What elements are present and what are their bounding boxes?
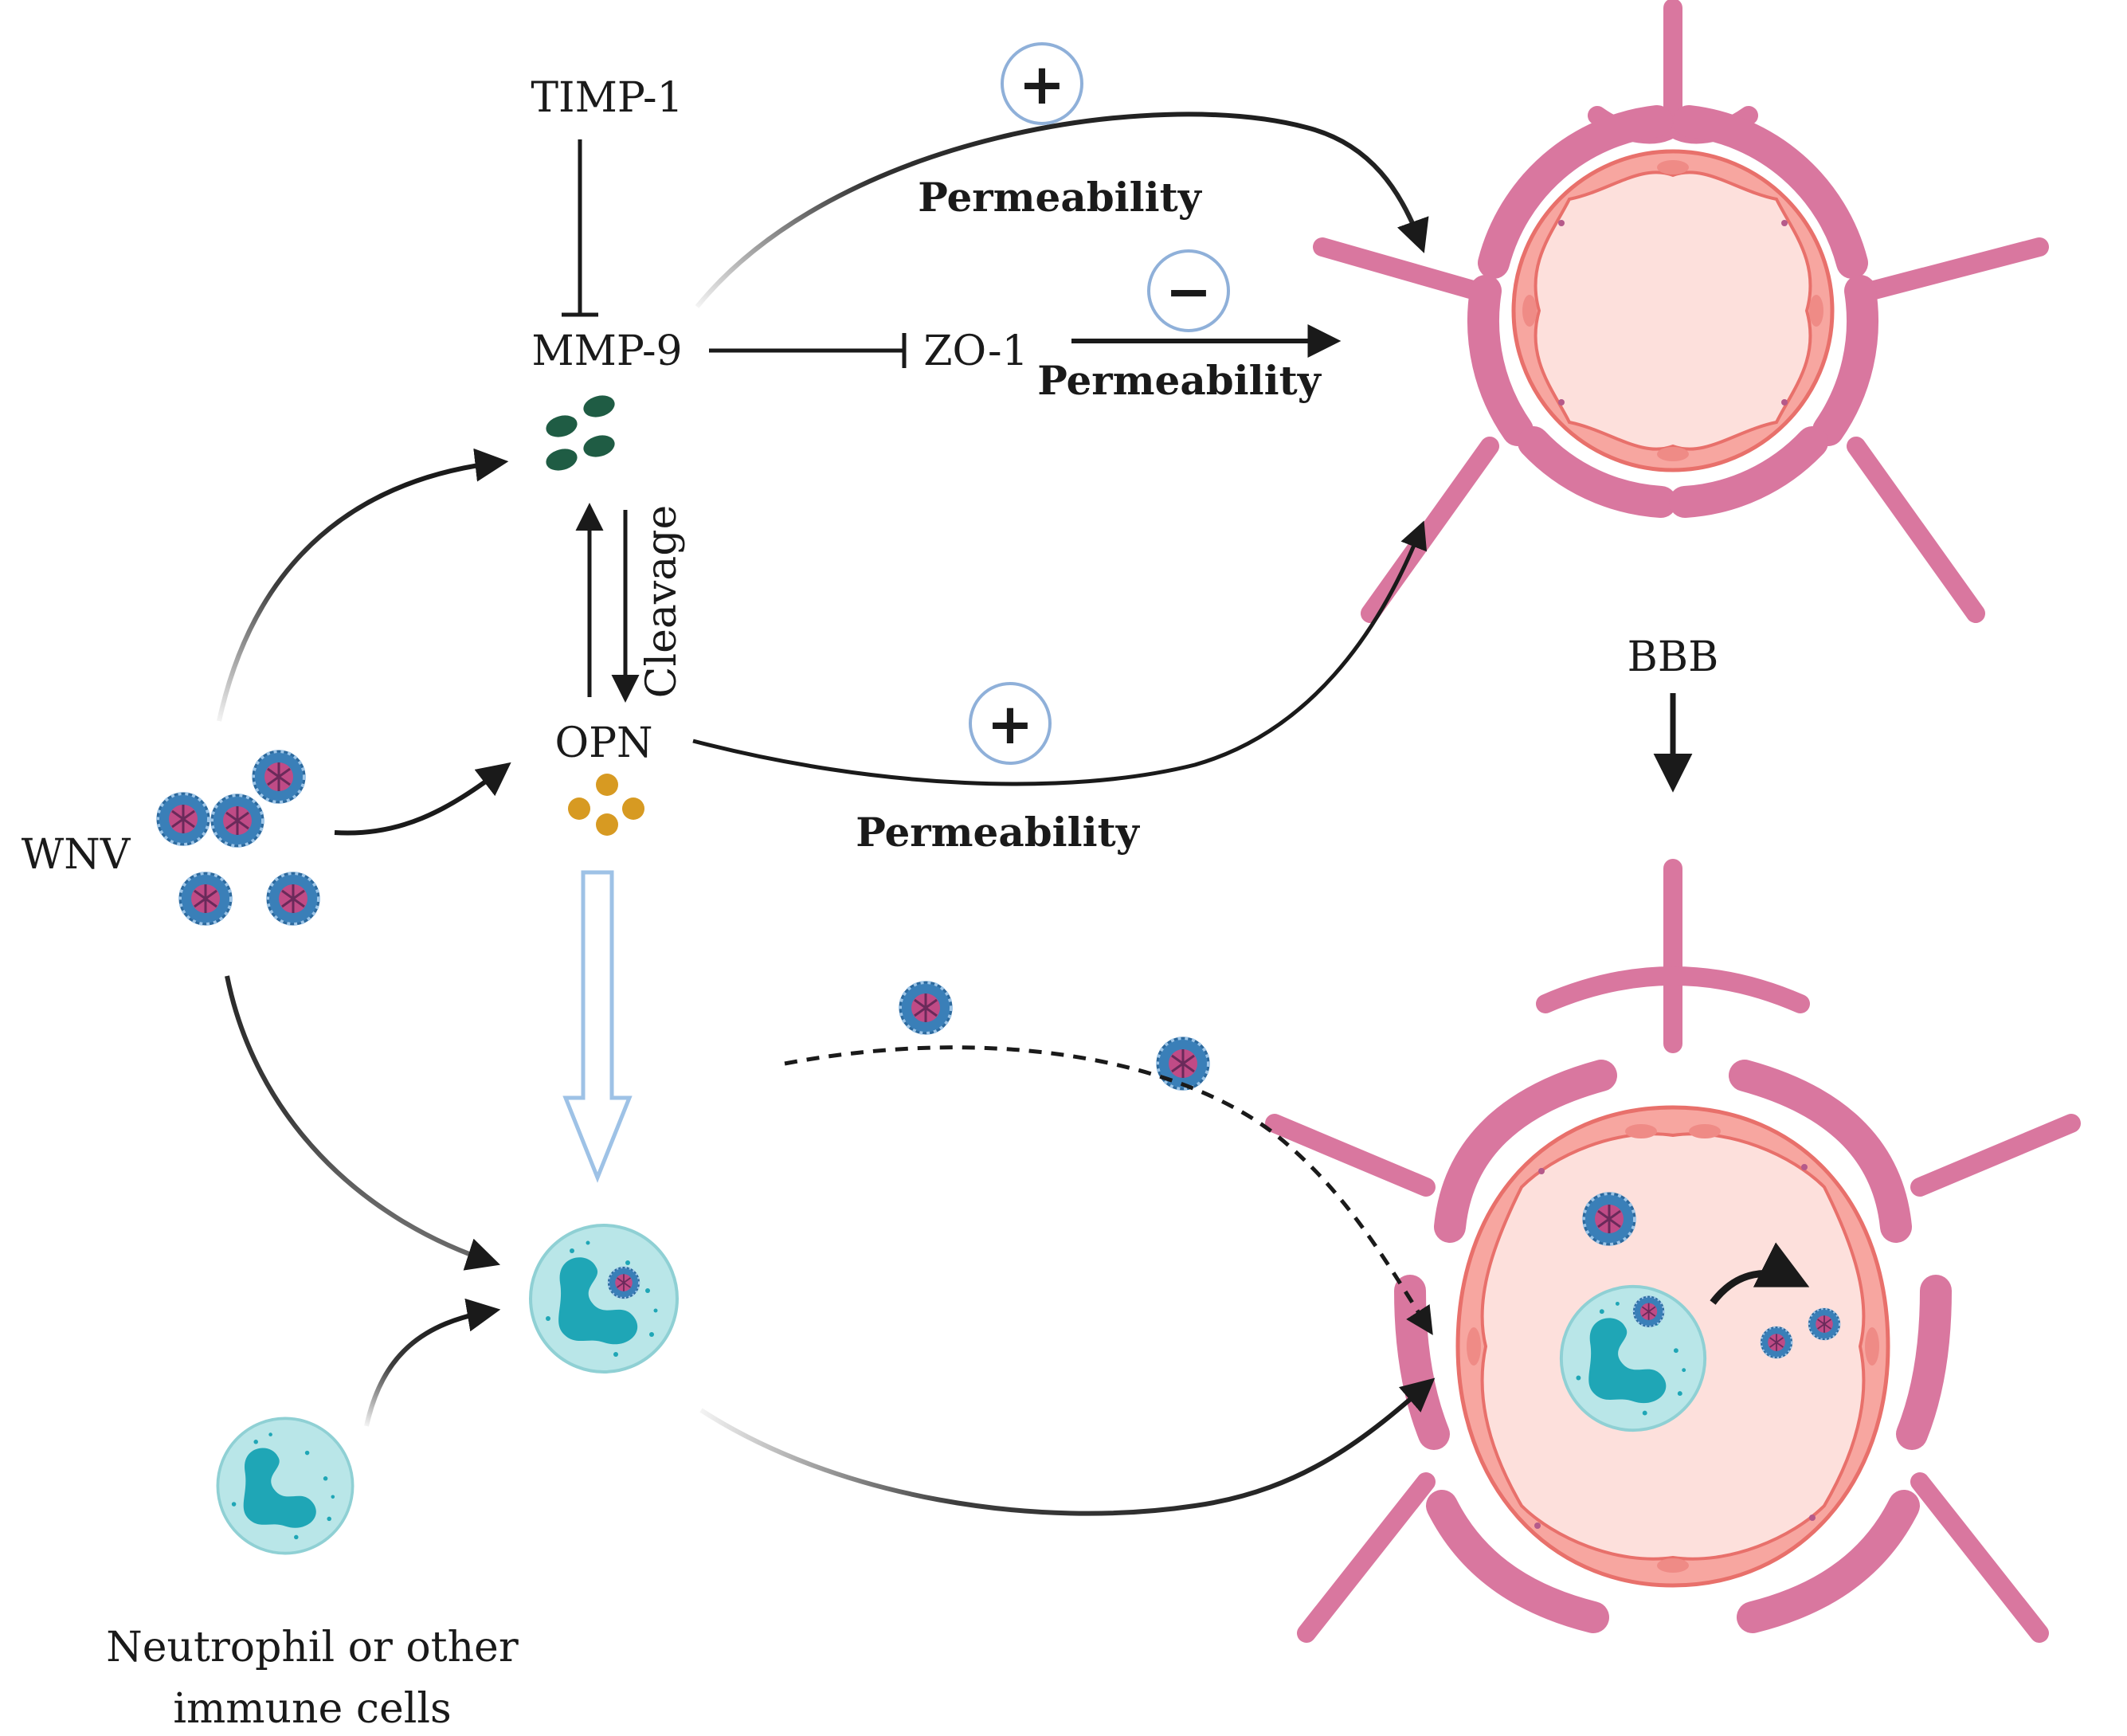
neutrophil-migration-arrow [699,1377,1436,1516]
permeability-label-top: Permeability [918,174,1203,221]
virus-icon [266,872,320,926]
opn-particles-icon [568,774,644,836]
neutrophil-icon [216,1417,354,1555]
minus-sign-icon [1147,249,1230,332]
neutrophil-label-line2: immune cells [173,1685,451,1733]
virus-icon [210,794,264,848]
virus-icon [252,750,306,804]
virus-icon [1156,1037,1210,1091]
mmp9-label: MMP-9 [531,327,682,375]
wnv-to-opn-arrow [334,762,511,836]
plus-sign-opn: + [987,692,1034,757]
infected-neutrophil-icon [529,1224,679,1374]
wnv-label: WNV [22,831,131,879]
wnv-to-mmp9-arrow [217,448,509,722]
neutrophil-label-line1: Neutrophil or other [106,1624,519,1671]
minus-sign-mid: − [1165,259,1212,324]
blood-vessel-icon [1313,0,2049,623]
disrupted-blood-vessel-icon [1265,859,2081,1643]
neutrophil-recruit-arrow [364,1298,501,1427]
virus-icon [178,872,233,926]
timp1-label: TIMP-1 [531,74,683,122]
wnv-virus-cluster [156,750,320,926]
neutrophil-icon [1559,1284,1707,1432]
zo1-label: ZO-1 [923,327,1028,375]
virus-release-arrow [1710,1242,1810,1305]
plus-sign-icon [969,682,1052,765]
opn-label: OPN [554,719,652,767]
virus-icon [899,981,953,1035]
mmp9-permeability-arrow [695,112,1429,308]
cleavage-label: Cleavage [638,505,686,699]
mmp9-particles-icon [546,395,615,471]
virus-entry-dashed-arrow [784,1045,1433,1335]
wnv-to-neutrophil-arrow [225,975,500,1271]
opn-permeability-arrow [692,520,1428,786]
virus-icon [1809,1309,1839,1339]
virus-icon [1582,1192,1636,1246]
bbb-label: BBB [1628,633,1719,681]
plus-sign-top: + [1019,52,1066,117]
permeability-label-mid: Permeability [1037,357,1322,404]
opn-recruitment-hollow-arrow [562,870,633,1183]
plus-sign-icon [1001,42,1083,125]
permeability-label-opn: Permeability [856,809,1141,856]
virus-icon [1761,1327,1792,1358]
virus-icon [156,792,210,846]
